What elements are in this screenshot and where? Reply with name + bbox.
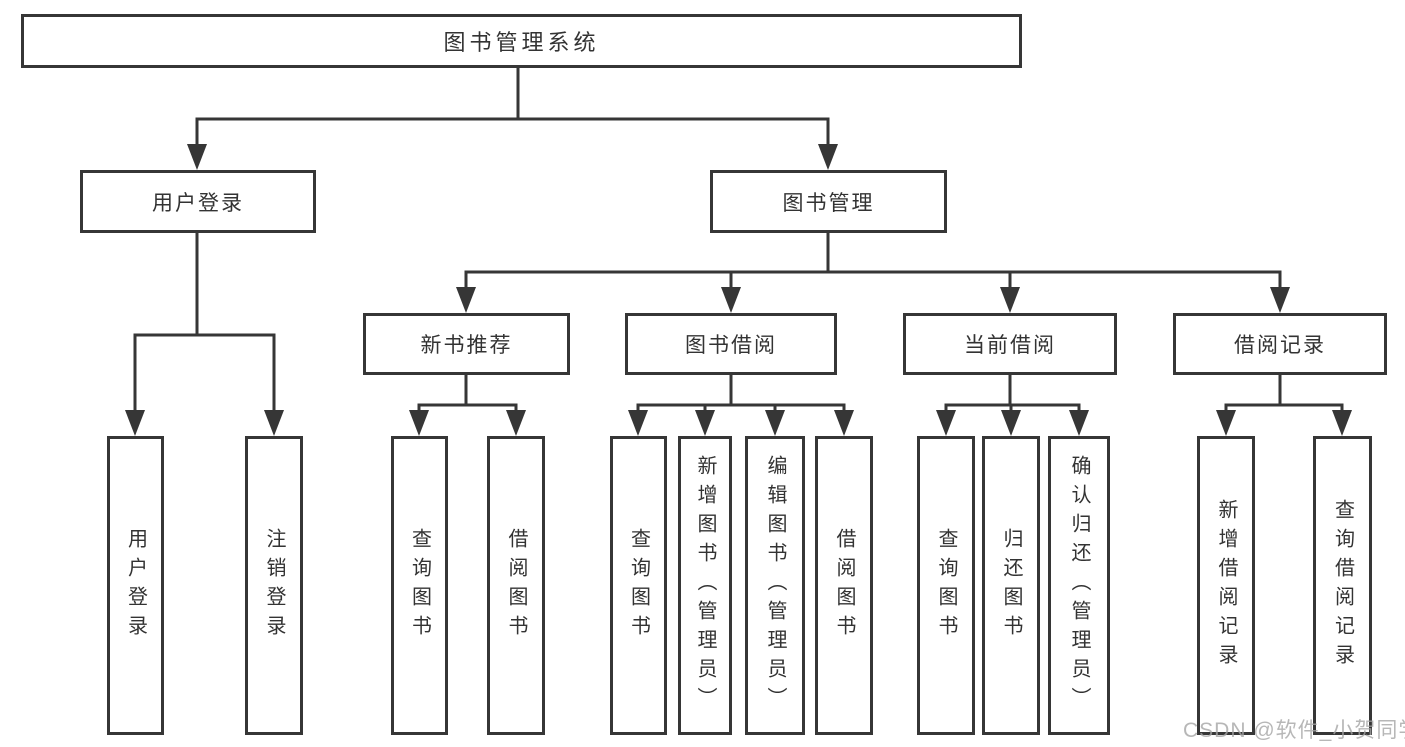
- leaf-query-books-current-label: 查询图书: [935, 527, 957, 644]
- leaf-user-login: 用户登录: [107, 436, 164, 735]
- connector-bookmgmt-to-level3: [456, 231, 1290, 313]
- leaf-logout-label: 注销登录: [263, 527, 285, 644]
- leaf-edit-book-admin: 编辑图书（管理员）: [745, 436, 805, 735]
- leaf-return-books-label: 归还图书: [1000, 527, 1022, 644]
- leaf-query-books-borrow: 查询图书: [610, 436, 667, 735]
- leaf-borrow-books: 借阅图书: [815, 436, 873, 735]
- connector-bookborrow-to-leaves: [628, 373, 854, 436]
- leaf-user-login-label: 用户登录: [124, 527, 147, 644]
- node-root-system: 图书管理系统: [21, 14, 1022, 68]
- node-borrow-records: 借阅记录: [1173, 313, 1387, 375]
- leaf-query-books-current: 查询图书: [917, 436, 975, 735]
- connector-records-to-leaves: [1216, 373, 1352, 436]
- node-book-management: 图书管理: [710, 170, 947, 233]
- leaf-add-book-admin: 新增图书（管理员）: [678, 436, 732, 735]
- connector-currentborrow-to-leaves: [936, 373, 1089, 436]
- node-current-borrow: 当前借阅: [903, 313, 1117, 375]
- node-new-book-recommend: 新书推荐: [363, 313, 570, 375]
- watermark: CSDN @软件_小贺同学: [1183, 719, 1405, 742]
- leaf-query-books-recommend: 查询图书: [391, 436, 448, 735]
- node-book-borrow: 图书借阅: [625, 313, 837, 375]
- leaf-query-borrow-record-label: 查询借阅记录: [1331, 498, 1354, 673]
- leaf-confirm-return-admin-label: 确认归还（管理员）: [1068, 455, 1090, 716]
- leaf-query-books-borrow-label: 查询图书: [627, 527, 650, 644]
- leaf-borrow-books-label: 借阅图书: [833, 527, 855, 644]
- leaf-logout: 注销登录: [245, 436, 303, 735]
- node-user-login: 用户登录: [80, 170, 316, 233]
- connector-newbook-to-leaves: [409, 373, 526, 436]
- leaf-add-borrow-record: 新增借阅记录: [1197, 436, 1255, 735]
- leaf-query-borrow-record: 查询借阅记录: [1313, 436, 1372, 735]
- connector-root-to-level2: [187, 66, 838, 170]
- leaf-confirm-return-admin: 确认归还（管理员）: [1048, 436, 1110, 735]
- connector-userlogin-to-leaves: [125, 231, 284, 436]
- leaf-add-borrow-record-label: 新增借阅记录: [1215, 498, 1237, 673]
- leaf-query-books-recommend-label: 查询图书: [408, 527, 431, 644]
- leaf-borrow-books-recommend-label: 借阅图书: [505, 527, 527, 644]
- leaf-borrow-books-recommend: 借阅图书: [487, 436, 545, 735]
- leaf-add-book-admin-label: 新增图书（管理员）: [694, 455, 716, 716]
- leaf-return-books: 归还图书: [982, 436, 1040, 735]
- leaf-edit-book-admin-label: 编辑图书（管理员）: [764, 455, 786, 716]
